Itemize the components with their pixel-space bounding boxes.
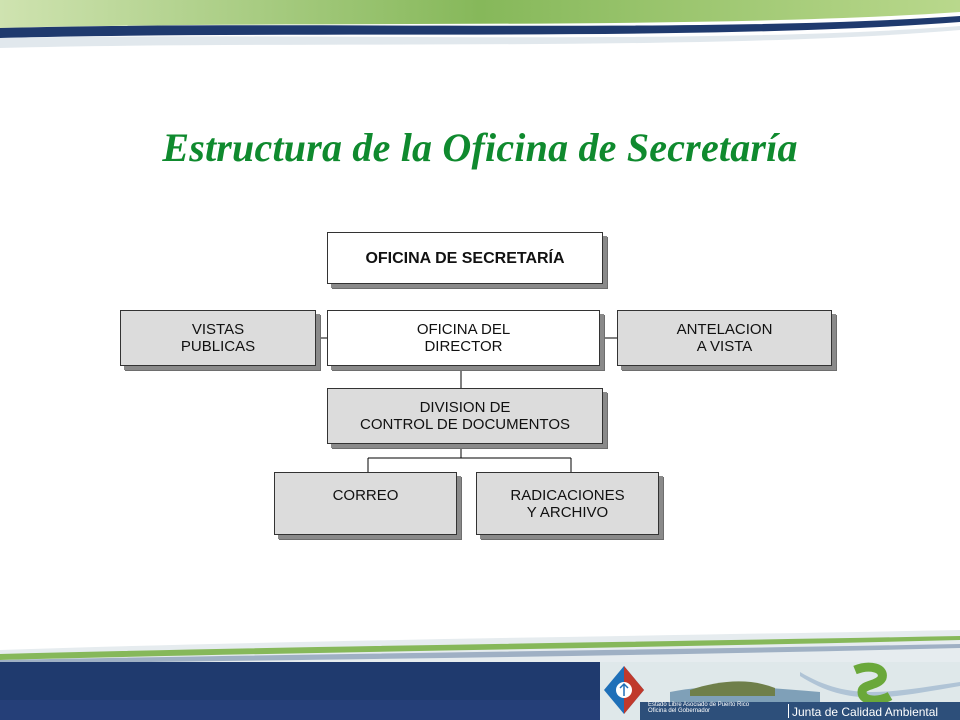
- org-box-label: ANTELACION A VISTA: [676, 321, 773, 355]
- org-box-oficina-director: OFICINA DEL DIRECTOR: [327, 310, 600, 366]
- org-box-label: RADICACIONES Y ARCHIVO: [510, 487, 625, 521]
- org-box-radicaciones-archivo: RADICACIONES Y ARCHIVO: [476, 472, 659, 535]
- agency-name: Junta de Calidad Ambiental: [792, 705, 939, 719]
- org-box-correo: CORREO: [274, 472, 457, 535]
- org-box-label: DIVISION DE CONTROL DE DOCUMENTOS: [359, 399, 570, 433]
- slide-title: Estructura de la Oficina de Secretaría: [162, 125, 798, 170]
- agency-logo-area: Estado Libre Asociado de Puerto Rico Ofi…: [600, 662, 960, 720]
- logo-text-bar: [640, 702, 960, 720]
- org-box-antelacion-vista: ANTELACION A VISTA: [617, 310, 832, 366]
- org-box-label: VISTAS PUBLICAS: [180, 321, 256, 355]
- org-box-vistas-publicas: VISTAS PUBLICAS: [120, 310, 316, 366]
- org-box-label: CORREO: [332, 487, 399, 504]
- org-box-division-control-documentos: DIVISION DE CONTROL DE DOCUMENTOS: [327, 388, 603, 444]
- logo-divider: [788, 704, 789, 718]
- government-caption: Estado Libre Asociado de Puerto Rico Ofi…: [648, 702, 750, 714]
- org-box-label: OFICINA DE SECRETARÍA: [365, 249, 565, 267]
- org-box-oficina-secretaria: OFICINA DE SECRETARÍA: [327, 232, 603, 284]
- footer-band-lower: [0, 700, 600, 720]
- top-swoosh-decoration: [0, 0, 960, 48]
- org-box-label: OFICINA DEL DIRECTOR: [416, 321, 511, 355]
